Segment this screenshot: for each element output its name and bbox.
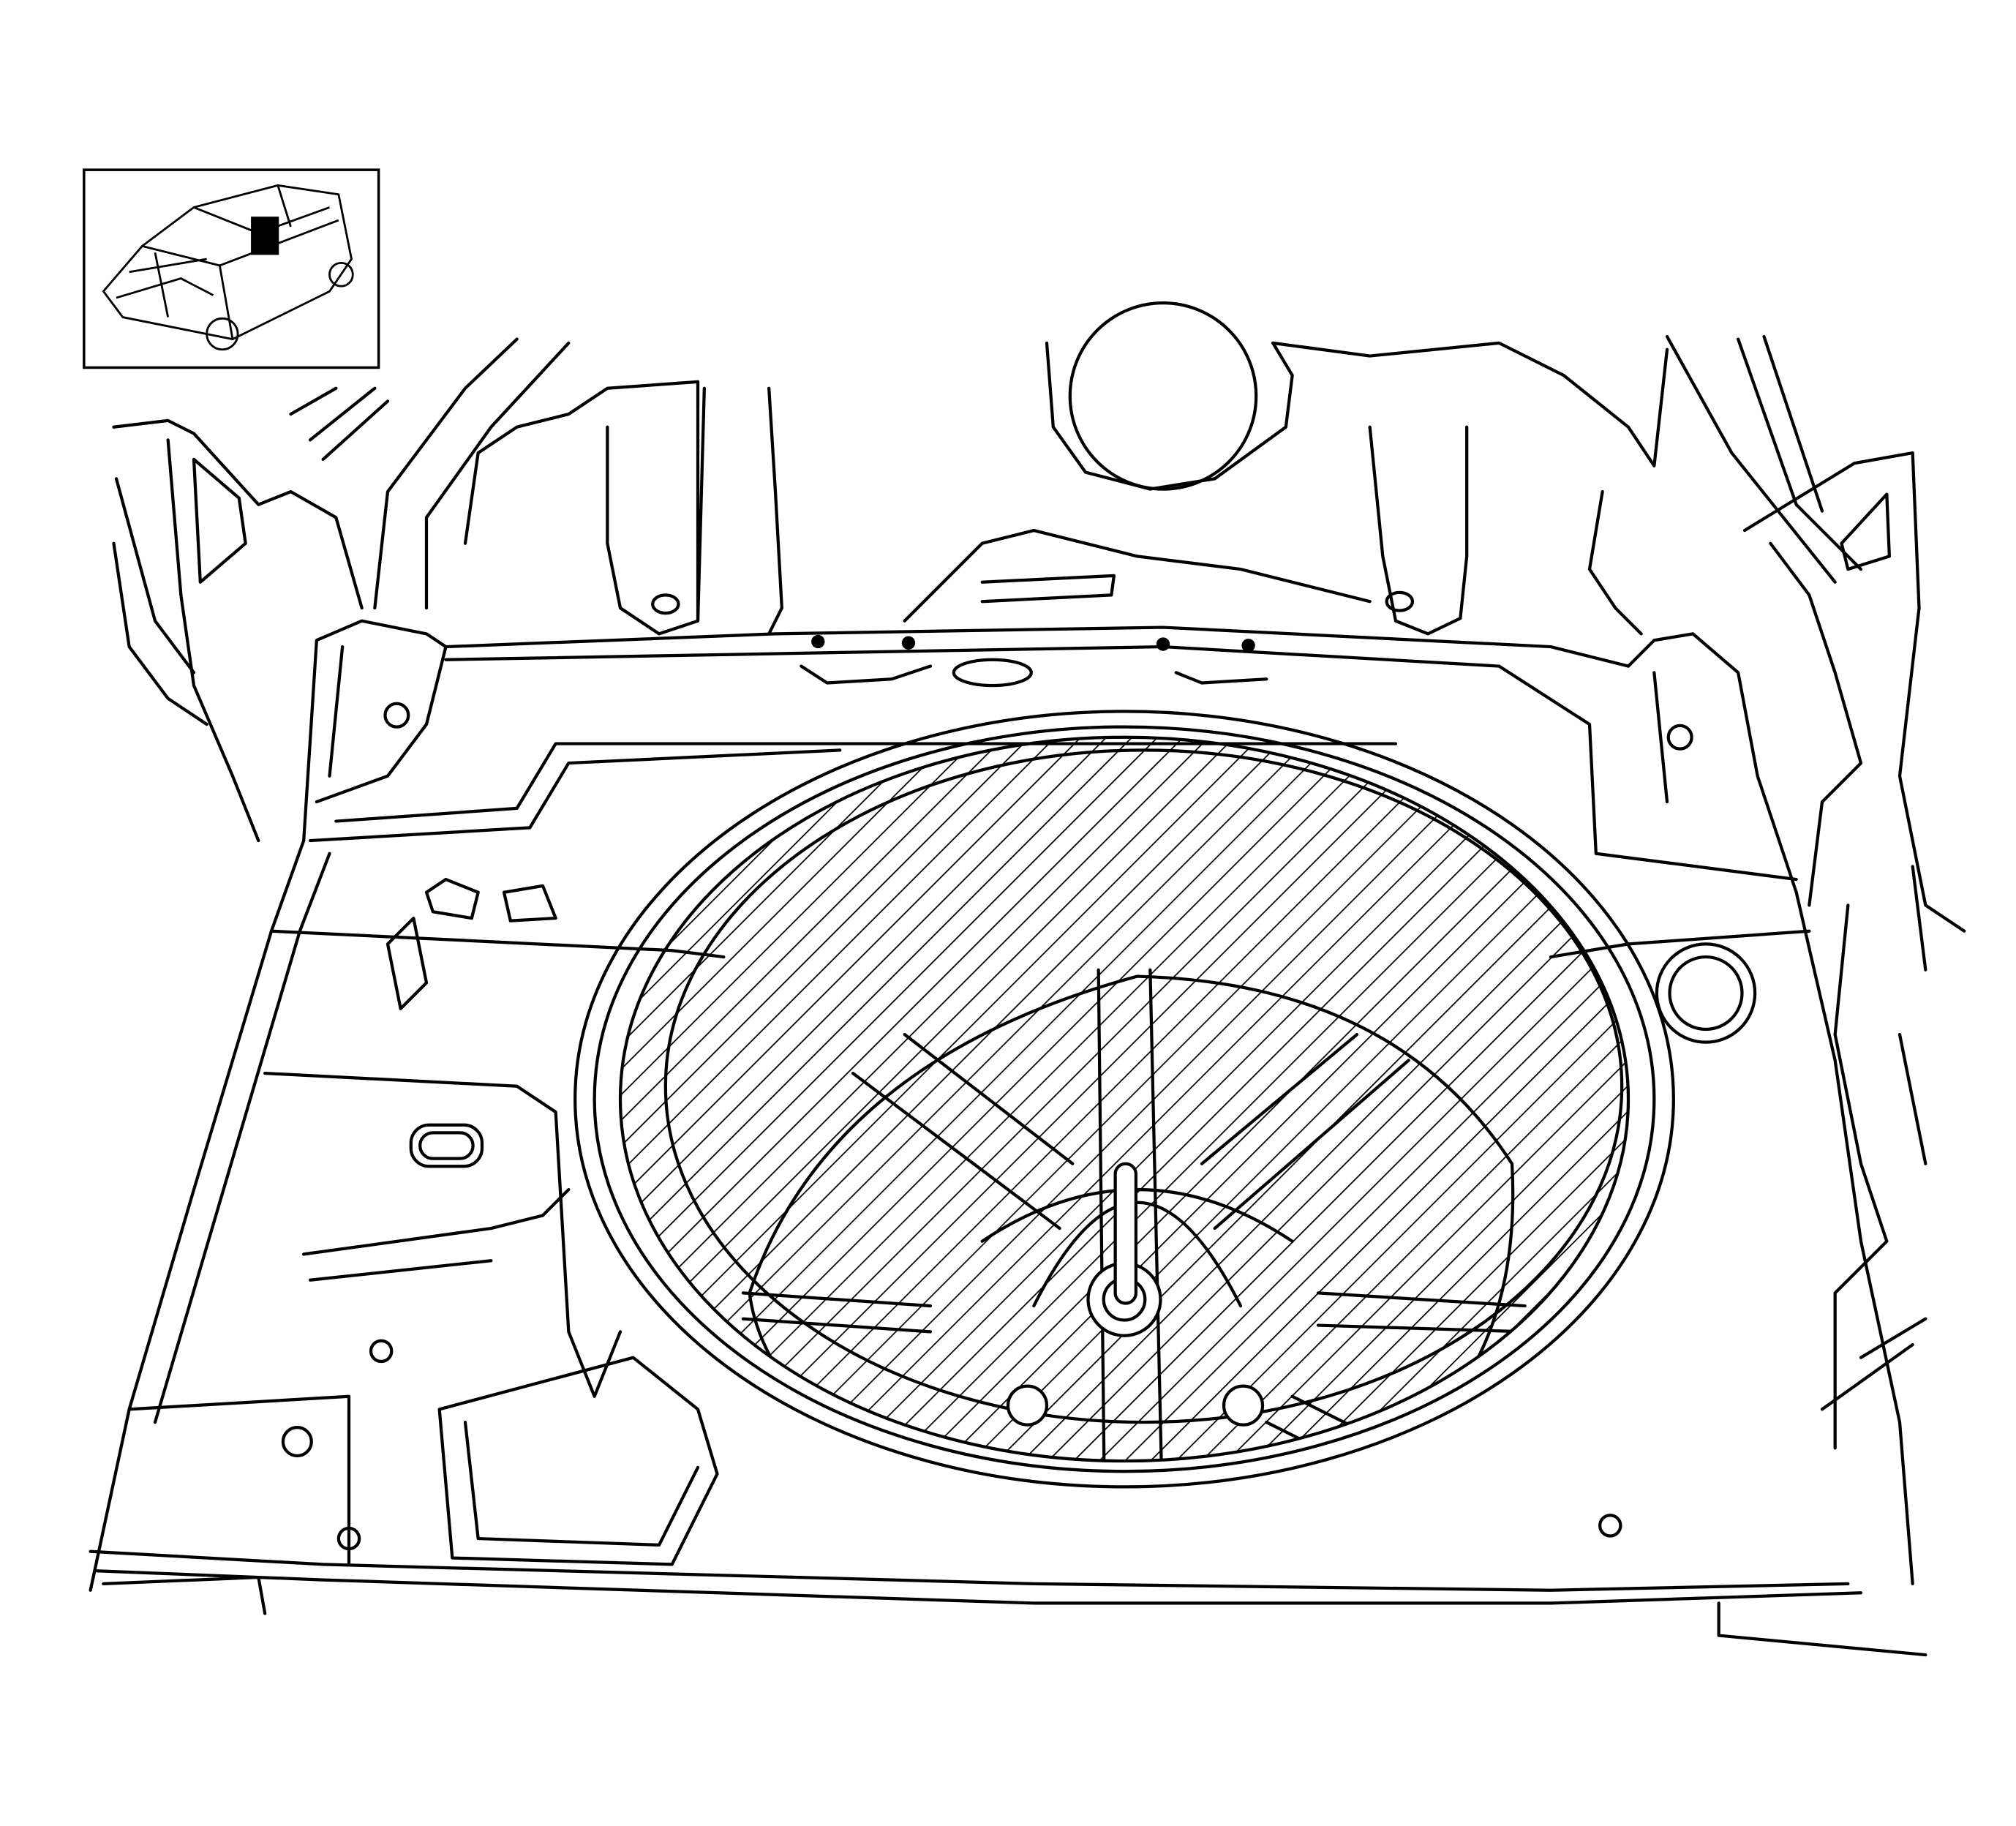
trunk-floor-panel	[89, 619, 1927, 1657]
rear-body-structure	[112, 301, 1966, 1450]
vehicle-body-icon	[102, 184, 354, 351]
vehicle-locator-inset	[83, 168, 380, 369]
wheel-retaining-bolt	[1113, 1162, 1138, 1305]
spare-wheel-well	[573, 710, 1675, 1489]
